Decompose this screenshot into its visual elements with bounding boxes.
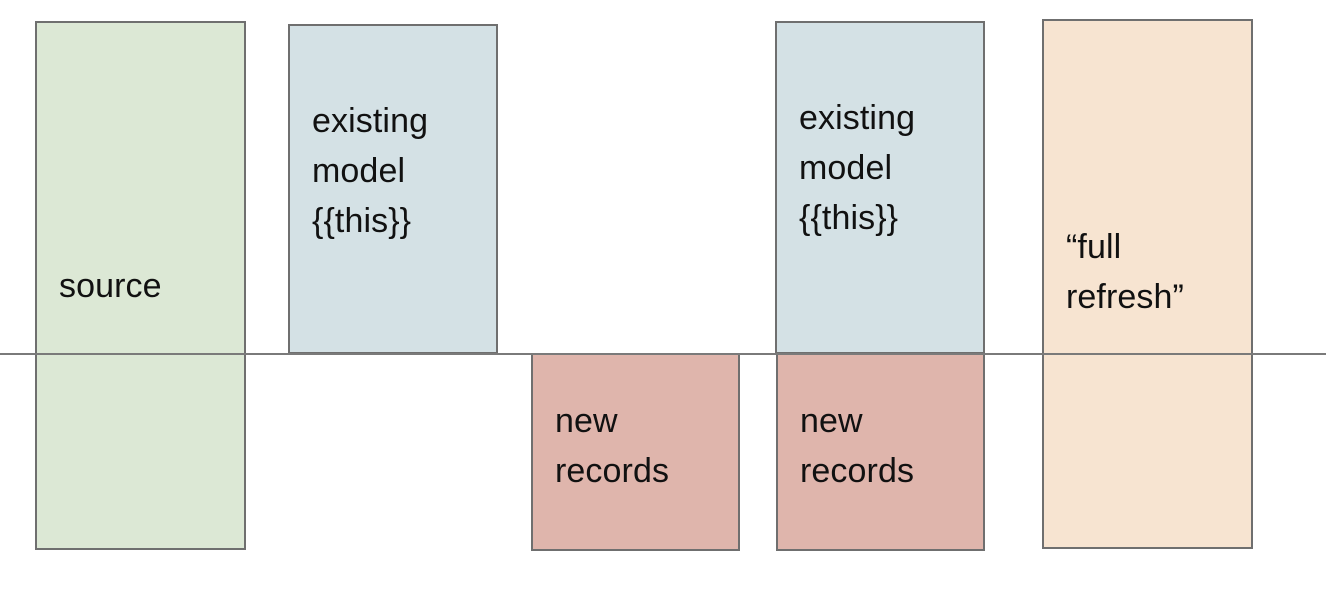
box-source[interactable]: source bbox=[35, 21, 246, 550]
box-new-records-2[interactable]: new records bbox=[776, 353, 985, 551]
box-existing-model-2[interactable]: existing model {{this}} bbox=[775, 21, 985, 354]
horizontal-divider-line bbox=[0, 353, 1326, 355]
box-new-records-1[interactable]: new records bbox=[531, 353, 740, 551]
box-existing-model-1-label: existing model {{this}} bbox=[312, 102, 429, 240]
box-new-records-2-label: new records bbox=[800, 402, 915, 490]
box-new-records-1-label: new records bbox=[555, 402, 670, 490]
box-existing-model-2-label: existing model {{this}} bbox=[799, 98, 916, 237]
box-full-refresh-label: “full refresh” bbox=[1066, 228, 1184, 316]
box-full-refresh[interactable]: “full refresh” bbox=[1042, 19, 1253, 549]
box-source-label: source bbox=[59, 266, 162, 305]
box-existing-model-1[interactable]: existing model {{this}} bbox=[288, 24, 498, 354]
